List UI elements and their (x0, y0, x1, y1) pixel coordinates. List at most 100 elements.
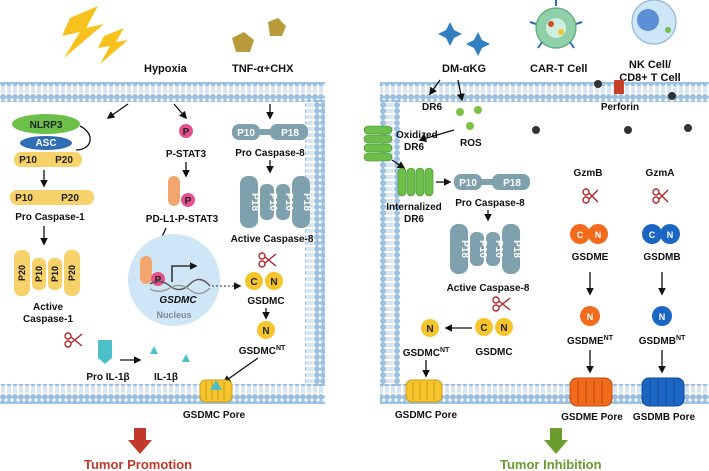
il1b-triangle (150, 346, 158, 354)
arrow-hypoxia-stat3 (173, 103, 188, 120)
tumor-promotion-label: Tumor Promotion (84, 457, 192, 471)
svg-text:P: P (155, 275, 162, 286)
ros-dots (456, 106, 482, 130)
pro-il1b-protein (98, 340, 112, 364)
caspase1-complex: P10 P20 (14, 152, 82, 167)
svg-text:P20: P20 (61, 193, 79, 204)
gsdmb-pore-icon (641, 377, 685, 407)
svg-text:P10: P10 (237, 128, 255, 139)
pdl1-stat3-complex: P (168, 176, 195, 207)
internalized-dr6-label-line2: DR6 (404, 214, 424, 225)
active-caspase1-label-line2: Caspase-1 (23, 314, 73, 325)
il1b-label: IL-1β (154, 372, 178, 383)
nlrp3-protein: NLRP3 (12, 114, 80, 134)
phospho-stat3-icon: P (179, 124, 193, 138)
lightning-bolt-icon (62, 6, 128, 64)
internalized-dr6-receptor (397, 167, 434, 197)
svg-text:N: N (262, 326, 269, 337)
nucleus-label: Nucleus (156, 310, 191, 320)
svg-text:N: N (426, 324, 433, 335)
asc-protein: ASC (20, 136, 72, 150)
cd8-t-cell-label: CD8+ T Cell (619, 72, 680, 84)
svg-text:N: N (587, 312, 594, 322)
gsdmc-pore-label-right: GSDMC Pore (395, 410, 458, 421)
arrow-gsdmc-pore (222, 357, 259, 383)
scissors-icon (258, 252, 277, 268)
gsdmc-pore-label: GSDMC Pore (183, 410, 246, 421)
gsdmc-nt-label-right: GSDMCNT (403, 347, 450, 359)
svg-text:N: N (270, 277, 277, 288)
svg-text:C: C (649, 230, 656, 240)
svg-text:P18: P18 (301, 193, 312, 211)
svg-text:P10: P10 (15, 193, 33, 204)
pro-il1b-label: Pro IL-1β (86, 372, 129, 383)
dm-akg-molecule-icon (438, 22, 490, 56)
svg-text:P18: P18 (249, 193, 260, 211)
il1b-triangle (182, 354, 190, 362)
nk-cell-icon (631, 0, 677, 45)
pdl1-p-stat3-label: PD-L1-P-STAT3 (146, 214, 219, 225)
gsdmc-protein-right: C N (475, 318, 513, 336)
svg-text:P10: P10 (493, 240, 504, 258)
svg-text:N: N (595, 230, 602, 240)
nucleus: P GSDMC Nucleus (128, 234, 220, 326)
arrow-internalization (391, 159, 406, 169)
dr6-label: DR6 (422, 102, 442, 113)
svg-text:P18: P18 (281, 128, 299, 139)
dr6-receptor (363, 125, 393, 162)
perforin-label: Perforin (601, 102, 639, 113)
promotion-arrow-icon (128, 428, 152, 454)
svg-text:P10: P10 (267, 193, 278, 211)
gsdme-label: GSDME (572, 252, 609, 263)
gsdmb-nt-protein: N (652, 306, 672, 326)
gsdmc-nt-label: GSDMCNT (239, 345, 286, 357)
svg-text:P10: P10 (19, 155, 37, 166)
gzma-label: GzmA (646, 168, 675, 179)
inhibition-arrow-icon (544, 428, 568, 454)
gsdme-nt-protein: N (580, 306, 600, 326)
internalized-dr6-label: Internalized (386, 202, 442, 213)
scissors-icon (492, 296, 511, 312)
arrow-ros-dr6 (418, 129, 455, 142)
svg-text:C: C (250, 277, 257, 288)
svg-text:P18: P18 (459, 240, 470, 258)
gsdme-protein: C N (570, 224, 608, 244)
pro-caspase8-label: Pro Caspase-8 (235, 148, 305, 159)
gsdmc-gene-label: GSDMC (159, 295, 197, 306)
active-caspase1-protein: P20 P10 P10 P20 (14, 250, 80, 296)
gsdmc-nt-protein: N (257, 321, 275, 339)
scissors-icon (64, 332, 83, 348)
active-caspase8-label-right: Active Caspase-8 (447, 283, 530, 294)
left-cell-membrane (0, 82, 325, 404)
gsdme-pore-label: GSDME Pore (561, 412, 623, 423)
scissors-icon (582, 188, 599, 204)
svg-text:P20: P20 (55, 155, 73, 166)
gsdmb-nt-label: GSDMBNT (639, 335, 686, 347)
gsdmb-pore-label: GSDMB Pore (633, 412, 696, 423)
gzmb-label: GzmB (574, 168, 603, 179)
hypoxia-label: Hypoxia (144, 63, 188, 75)
arrow-dmakg-ros (456, 79, 465, 102)
svg-text:N: N (500, 323, 507, 334)
tnf-molecule-icon (232, 18, 286, 52)
car-t-cell-icon (529, 0, 583, 49)
arrow-dmakg-dr6 (429, 79, 441, 96)
pro-caspase1-label: Pro Caspase-1 (15, 212, 85, 223)
svg-text:C: C (577, 230, 584, 240)
svg-text:NLRP3: NLRP3 (30, 120, 63, 131)
svg-text:P10: P10 (50, 266, 60, 282)
svg-text:ASC: ASC (35, 138, 56, 149)
gsdmc-label: GSDMC (247, 296, 284, 307)
perforin-icon (614, 80, 624, 94)
oxidized-dr6-label-line2: DR6 (404, 142, 424, 153)
active-caspase8-label: Active Caspase-8 (231, 234, 314, 245)
active-caspase1-label: Active (33, 302, 63, 313)
ros-label: ROS (460, 138, 482, 149)
svg-text:N: N (659, 312, 666, 322)
svg-text:P18: P18 (503, 178, 521, 189)
car-t-cell-label: CAR-T Cell (530, 63, 587, 75)
dm-akg-label: DM-αKG (442, 63, 486, 75)
svg-text:P10: P10 (459, 178, 477, 189)
svg-text:C: C (480, 323, 487, 334)
arrow-hypoxia-nlrp3 (106, 103, 129, 119)
